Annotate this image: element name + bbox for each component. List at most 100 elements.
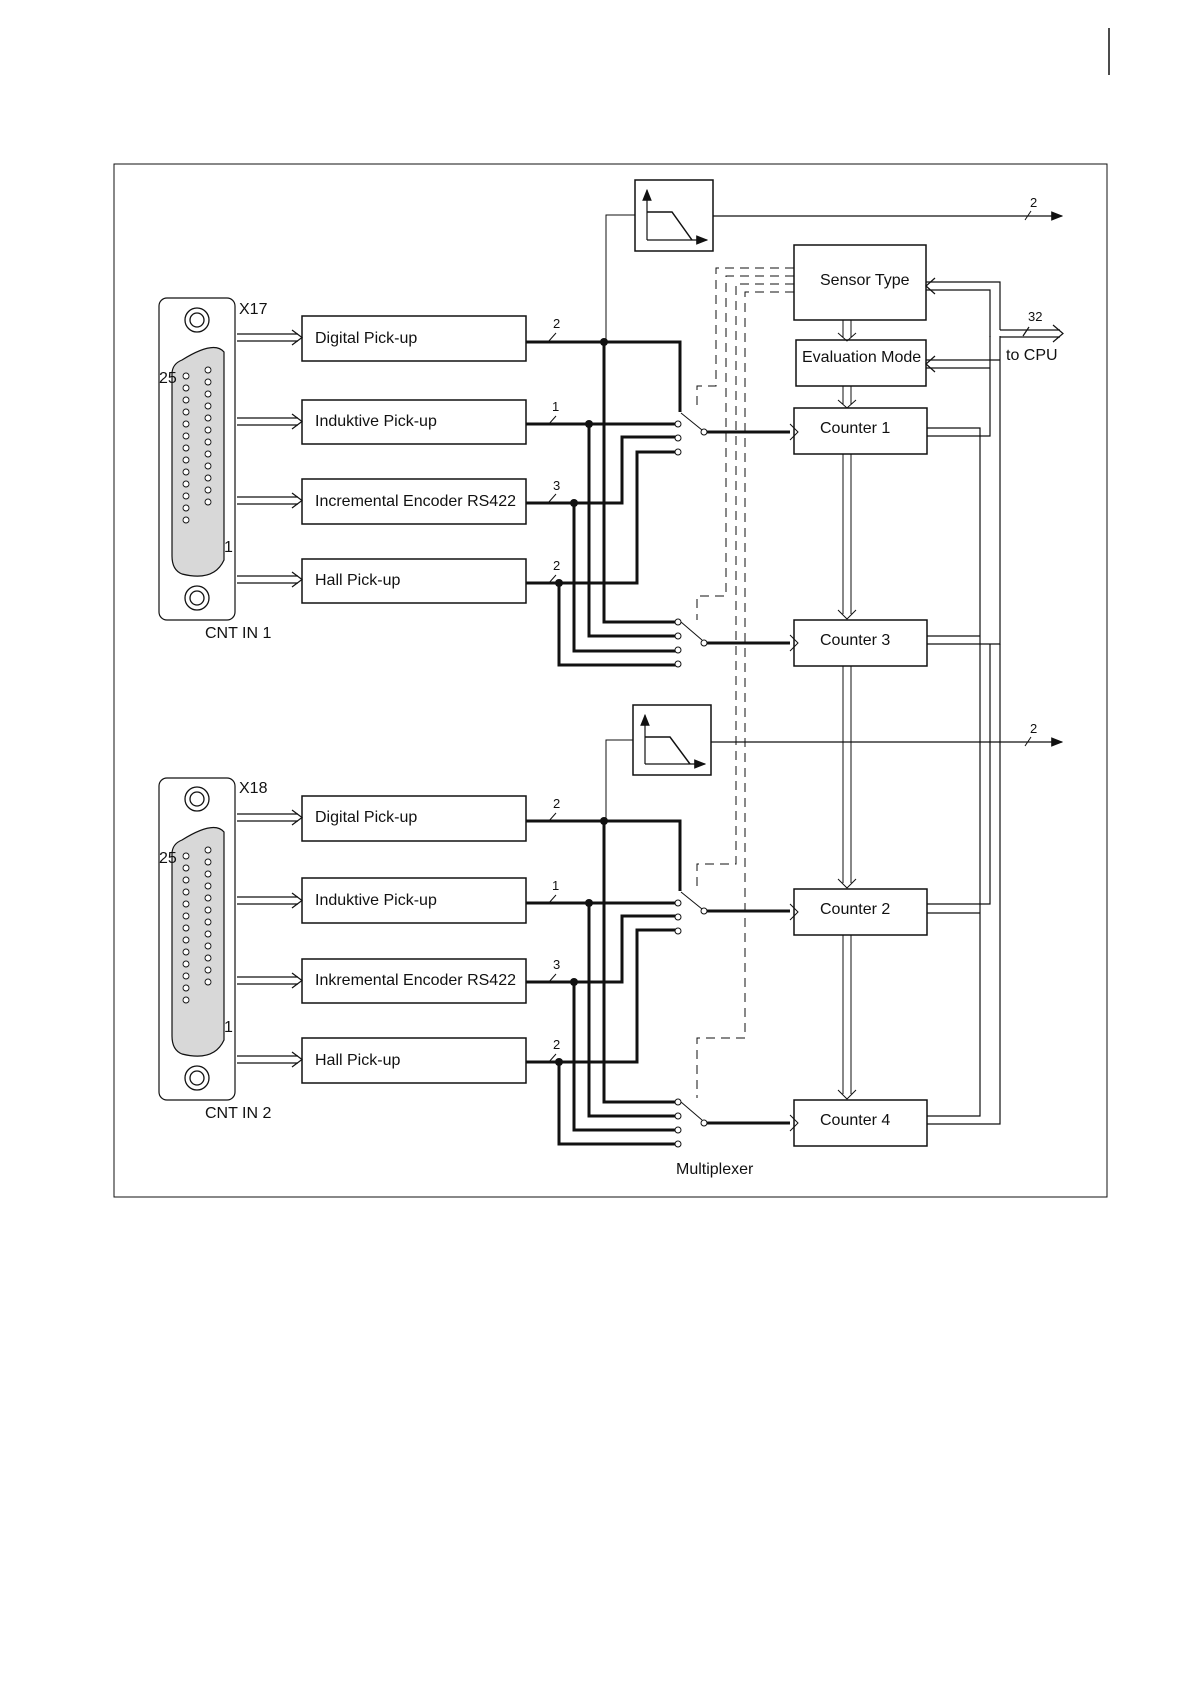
- svg-text:2: 2: [553, 558, 560, 573]
- pin-hole: [183, 505, 189, 511]
- pin-hole: [183, 877, 189, 883]
- mux-switch-3[interactable]: [675, 619, 707, 667]
- pin-hole: [183, 937, 189, 943]
- connector-to-input-arrows: [237, 330, 302, 587]
- pin-hole: [205, 379, 211, 385]
- svg-text:1: 1: [552, 878, 559, 893]
- pin-hole: [183, 997, 189, 1003]
- mux-switch-4[interactable]: [675, 1099, 707, 1147]
- pin-hole: [183, 889, 189, 895]
- input-block-digital-2: Digital Pick-up: [302, 796, 526, 841]
- svg-text:Counter 3: Counter 3: [820, 632, 890, 649]
- pin-hole: [205, 463, 211, 469]
- counter-cascade: [838, 454, 856, 1099]
- filter-block-1: 2: [606, 180, 1062, 342]
- pin-hole: [205, 859, 211, 865]
- filter-output-width: 2: [1030, 195, 1037, 210]
- counter-input-arrows: [790, 424, 798, 1131]
- pin-label-bottom: 1: [224, 1019, 233, 1036]
- pin-hole: [183, 481, 189, 487]
- input-label: Incremental Encoder RS422: [315, 493, 516, 510]
- pin-hole: [183, 517, 189, 523]
- pin-hole: [183, 865, 189, 871]
- pin-hole: [183, 901, 189, 907]
- input-label: Induktive Pick-up: [315, 413, 437, 430]
- svg-text:Counter 1: Counter 1: [820, 420, 890, 437]
- sensor-type-block: Sensor Type: [794, 245, 926, 320]
- pin-hole: [183, 913, 189, 919]
- connector-to-input-arrows: [237, 810, 302, 1067]
- junctions-2: [555, 817, 608, 1066]
- pin-hole: [205, 883, 211, 889]
- pin-hole: [205, 943, 211, 949]
- bus-label: to CPU: [1006, 347, 1058, 364]
- mux-switch-2[interactable]: [675, 892, 707, 934]
- pin-hole: [183, 469, 189, 475]
- counter-1: Counter 1: [794, 408, 927, 454]
- pin-hole: [205, 895, 211, 901]
- connector-id: X18: [239, 780, 268, 797]
- pin-hole: [183, 385, 189, 391]
- input-block-hall: Hall Pick-up: [302, 559, 526, 603]
- pin-hole: [183, 925, 189, 931]
- pin-hole: [205, 967, 211, 973]
- input-block-inductive-2: Induktive Pick-up: [302, 878, 526, 923]
- pin-hole: [183, 853, 189, 859]
- pin-label-top: 25: [159, 370, 177, 387]
- counter-4: Counter 4: [794, 1100, 927, 1146]
- pin-hole: [205, 439, 211, 445]
- svg-text:Counter 4: Counter 4: [820, 1112, 890, 1129]
- svg-text:Evaluation Mode: Evaluation Mode: [802, 349, 921, 366]
- svg-text:Digital Pick-up: Digital Pick-up: [315, 809, 417, 826]
- multiplexer-label: Multiplexer: [676, 1161, 754, 1178]
- pin-hole: [183, 949, 189, 955]
- connector-name: CNT IN 2: [205, 1105, 271, 1122]
- pin-label-top: 25: [159, 850, 177, 867]
- bus-width: 32: [1028, 309, 1042, 324]
- svg-text:3: 3: [553, 478, 560, 493]
- input-block-digital: Digital Pick-up: [302, 316, 526, 361]
- pin-hole: [183, 973, 189, 979]
- pin-hole: [205, 955, 211, 961]
- svg-text:2: 2: [553, 316, 560, 331]
- counter-2: Counter 2: [794, 889, 927, 935]
- cpu-bus: [926, 278, 1063, 1124]
- pin-hole: [183, 985, 189, 991]
- pin-hole: [183, 373, 189, 379]
- mux-switch-1[interactable]: [675, 413, 707, 455]
- pin-hole: [183, 421, 189, 427]
- pin-hole: [183, 457, 189, 463]
- svg-text:Induktive Pick-up: Induktive Pick-up: [315, 892, 437, 909]
- bus-slashes: [548, 333, 556, 584]
- signal-routing-2: [526, 821, 790, 1144]
- evaluation-mode-block: Evaluation Mode: [796, 340, 926, 386]
- input-label: Digital Pick-up: [315, 330, 417, 347]
- signal-width-labels-2: 2 1 3 2: [552, 796, 560, 1052]
- input-block-hall-2: Hall Pick-up: [302, 1038, 526, 1083]
- pin-hole: [205, 487, 211, 493]
- pin-hole: [183, 433, 189, 439]
- connector-id: X17: [239, 301, 268, 318]
- pin-label-bottom: 1: [224, 539, 233, 556]
- pin-hole: [205, 391, 211, 397]
- svg-text:2: 2: [553, 1037, 560, 1052]
- control-dashed-lines: [697, 268, 794, 1098]
- input-block-inductive: Induktive Pick-up: [302, 400, 526, 444]
- pin-hole: [183, 445, 189, 451]
- pin-hole: [205, 415, 211, 421]
- svg-text:Counter 2: Counter 2: [820, 901, 890, 918]
- pin-hole: [205, 403, 211, 409]
- svg-text:Inkremental Encoder RS422: Inkremental Encoder RS422: [315, 972, 516, 989]
- signal-width-labels: 2 1 3 2: [552, 316, 560, 573]
- signal-routing-1: [526, 342, 790, 665]
- pin-hole: [205, 871, 211, 877]
- filter-block-2: 2: [606, 705, 1062, 821]
- filter-output-width: 2: [1030, 721, 1037, 736]
- input-block-encoder: Incremental Encoder RS422: [302, 479, 526, 524]
- connector-x17: X17 25 1 CNT IN 1: [159, 298, 271, 642]
- pin-hole: [183, 493, 189, 499]
- input-block-encoder-2: Inkremental Encoder RS422: [302, 959, 526, 1003]
- pin-hole: [205, 475, 211, 481]
- junctions: [555, 338, 608, 587]
